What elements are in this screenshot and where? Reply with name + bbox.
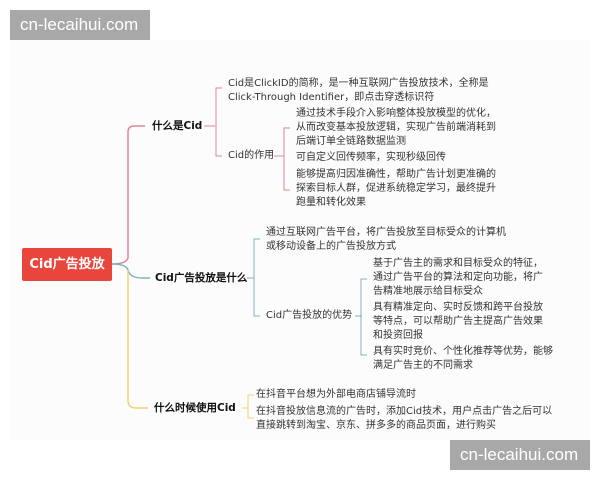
subbranch-cid-advantages[interactable]: Cid广告投放的优势 [266, 310, 353, 321]
leaf-when-1: 在抖音平台想为外部电商店铺导流时 [256, 389, 416, 400]
branch-what-is-cid-ads[interactable]: Cid广告投放是什么 [155, 272, 248, 284]
leaf-ads-definition: 通过互联网广告平台，将广告投放至目标受众的计算机 或移动设备上的广告投放方式 [266, 227, 506, 252]
leaf-function-2: 可自定义回传频率，实现秒级回传 [296, 152, 446, 163]
leaf-when-2: 在抖音投放信息流的广告时，添加Cid技术，用户点击广告之后可以 直接跳转到淘宝、… [256, 406, 553, 431]
leaf-advantage-2: 具有精准定向、实时反馈和跨平台投放 等特点，可以帮助广告主提高广告效果 和投资回… [373, 302, 543, 341]
mindmap-canvas [10, 40, 590, 440]
watermark-top: cn-lecaihui.com [10, 10, 150, 40]
watermark-bottom: cn-lecaihui.com [450, 440, 590, 470]
subbranch-cid-function[interactable]: Cid的作用 [228, 150, 275, 161]
leaf-function-3: 能够提高归因准确性，帮助广告计划更准确的 探索目标人群，促进系统稳定学习，最终提… [296, 169, 496, 208]
leaf-advantage-1: 基于广告主的需求和目标受众的特征， 通过广告平台的算法和定向功能，将广 告精准地… [373, 258, 543, 297]
leaf-function-1: 通过技术手段介入影响整体投放模型的优化， 从而改变基本投放逻辑，实现广告前端消耗… [296, 108, 496, 147]
leaf-advantage-3: 具有实时竞价、个性化推荐等优势，能够 满足广告主的不同需求 [373, 346, 553, 371]
branch-what-is-cid[interactable]: 什么是Cid [152, 120, 203, 132]
leaf-definition: Cid是ClickID的简称，是一种互联网广告投放技术，全称是 Click-Th… [228, 78, 489, 103]
branch-when-to-use-cid[interactable]: 什么时候使用Cid [154, 402, 236, 414]
root-node[interactable]: Cid广告投放 [22, 248, 112, 281]
